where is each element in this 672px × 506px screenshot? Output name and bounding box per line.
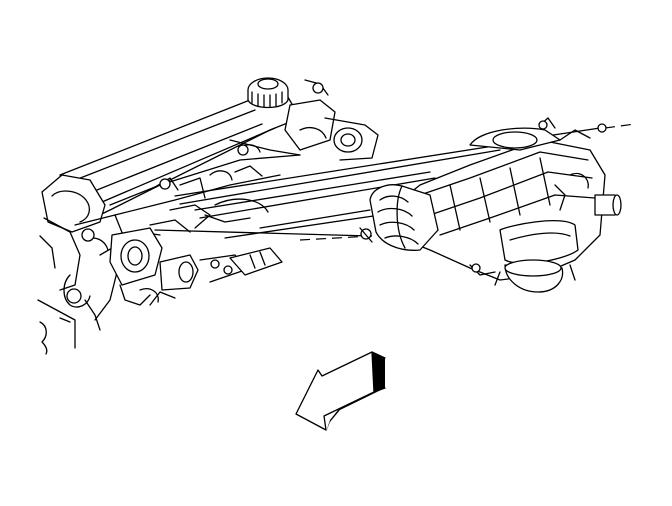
- oil-filler-cap: [247, 77, 289, 109]
- cylinder-head: [37, 91, 301, 355]
- valve-cover-components: [229, 79, 379, 161]
- mounting-bolts: [154, 123, 636, 241]
- intake-plenum: [359, 184, 439, 251]
- throttle-body: [109, 227, 283, 306]
- alignment-arrow: [295, 351, 386, 432]
- fuel-rail: [109, 154, 301, 233]
- intake-manifold: [394, 117, 622, 293]
